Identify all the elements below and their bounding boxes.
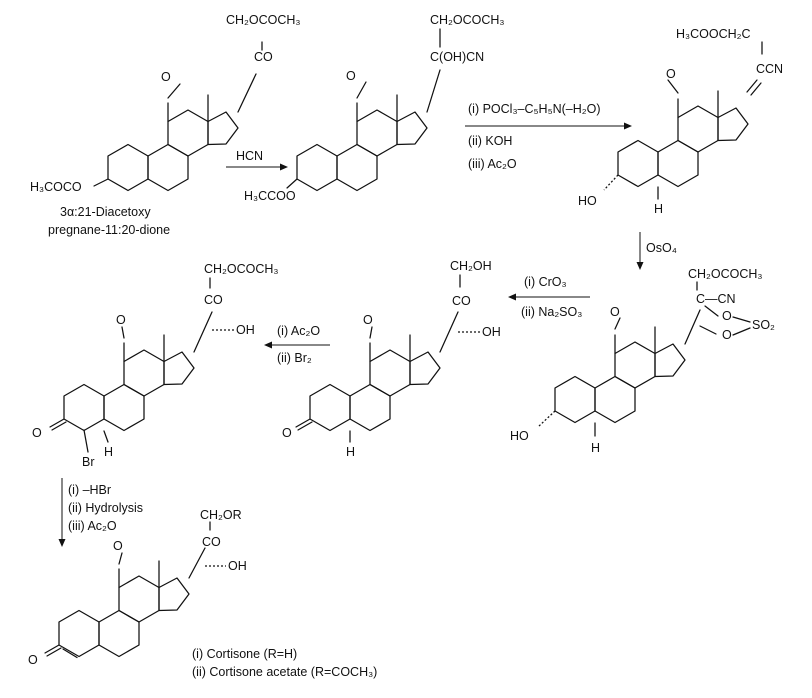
c1-name-line2: pregnane-11:20-dione	[48, 223, 170, 237]
c3-side-chain-ester: H₃COOCH₂C	[676, 27, 751, 41]
c4-hydroxyl: HO	[510, 429, 529, 443]
step6-reagent-1: (i) –HBr	[68, 483, 111, 497]
c4-o1: O	[722, 309, 732, 323]
reaction-arrow-step4: (i) CrO₃ (ii) Na₂SO₃	[508, 275, 590, 319]
c6-side-chain-top: CH₂OCOCH₃	[204, 262, 279, 276]
c1-name-line1: 3α:21-Diacetoxy	[60, 205, 151, 219]
c1-side-chain-top: CH₂OCOCH₃	[226, 13, 301, 27]
c4-side-chain-top: CH₂OCOCH₃	[688, 267, 763, 281]
step2-reagent-2: (ii) KOH	[468, 134, 512, 148]
c5-side-chain-co: CO	[452, 294, 471, 308]
c7-side-chain-top: CH₂OR	[200, 508, 242, 522]
c6-side-chain-co: CO	[204, 293, 223, 307]
c4-h5: H	[591, 441, 600, 455]
c1-ester-label: H₃COCO	[30, 180, 82, 194]
step6-reagent-2: (ii) Hydrolysis	[68, 501, 143, 515]
step2-reagent-3: (iii) Ac₂O	[468, 157, 517, 171]
c4-so2: SO₂	[752, 318, 775, 332]
c7-side-chain-co: CO	[202, 535, 221, 549]
product-label-2: (ii) Cortisone acetate (R=COCH₃)	[192, 665, 377, 679]
c6-bromo: Br	[82, 455, 95, 469]
reaction-arrow-step5: (i) Ac₂O (ii) Br₂	[264, 324, 330, 365]
c6-ketone-11: O	[116, 313, 126, 327]
compound-1: O CH₂OCOCH₃ CO H₃COCO 3α:21-Diacetoxy pr…	[30, 13, 301, 237]
c5-ketone-3: O	[282, 426, 292, 440]
c1-ketone-label: O	[161, 70, 171, 84]
c2-side-chain-top: CH₂OCOCH₃	[430, 13, 505, 27]
reaction-arrow-step2: (i) POCl₃–C₅H₅N(–H₂O) (ii) KOH (iii) Ac₂…	[465, 102, 632, 171]
compound-6: O CH₂OCOCH₃ CO OH O Br H	[32, 262, 279, 469]
compound-3: O H₃COOCH₂C CCN HO H	[578, 27, 783, 216]
c11-ketone-bond	[167, 83, 181, 99]
c7-ketone-3: O	[28, 653, 38, 667]
c4-ketone-label: O	[610, 305, 620, 319]
c6-oh17: OH	[236, 323, 255, 337]
c4-c5-double-bond	[62, 648, 78, 659]
step3-reagent: OsO₄	[646, 241, 677, 255]
step5-reagent-1: (i) Ac₂O	[277, 324, 320, 338]
step5-reagent-2: (ii) Br₂	[277, 351, 312, 365]
c4-c-cn: C—CN	[696, 292, 736, 306]
c7-ketone-11: O	[113, 539, 123, 553]
c4-o2: O	[722, 328, 732, 342]
c6-h5: H	[104, 445, 113, 459]
product-label-1: (i) Cortisone (R=H)	[192, 647, 297, 661]
c17-side-chain-bond	[237, 73, 257, 113]
c2-ketone-label: O	[346, 69, 356, 83]
compound-5: O CH₂OH CO OH O H	[282, 259, 501, 459]
reaction-arrow-step1: HCN	[226, 149, 288, 171]
c7-oh17: OH	[228, 559, 247, 573]
compound-7: O CH₂OR CO OH O (i) Cortisone (R=H) (ii)…	[28, 508, 377, 679]
reaction-arrow-step6: (i) –HBr (ii) Hydrolysis (iii) Ac₂O	[58, 478, 143, 547]
c2-cyanohydrin: C(OH)CN	[430, 50, 484, 64]
reaction-arrow-step3: OsO₄	[636, 232, 677, 270]
step1-reagent: HCN	[236, 149, 263, 163]
compound-2: O CH₂OCOCH₃ C(OH)CN H₃CCOO	[244, 13, 505, 203]
c2-ester-label: H₃CCOO	[244, 189, 296, 203]
compound-4: O CH₂OCOCH₃ C—CN O O SO₂ HO H	[510, 267, 775, 455]
c3-hydroxyl: HO	[578, 194, 597, 208]
c3-side-chain-cn: CCN	[756, 62, 783, 76]
step6-reagent-3: (iii) Ac₂O	[68, 519, 117, 533]
c1-side-chain-co: CO	[254, 50, 273, 64]
c3-h5: H	[654, 202, 663, 216]
step4-reagent-2: (ii) Na₂SO₃	[521, 305, 582, 319]
step4-reagent-1: (i) CrO₃	[524, 275, 567, 289]
step2-reagent-1: (i) POCl₃–C₅H₅N(–H₂O)	[468, 102, 601, 116]
c3-ketone-label: O	[666, 67, 676, 81]
c5-side-chain-top: CH₂OH	[450, 259, 492, 273]
c5-ketone-11: O	[363, 313, 373, 327]
c5-oh17: OH	[482, 325, 501, 339]
c3-ester-bond	[93, 178, 109, 187]
c6-ketone-3: O	[32, 426, 42, 440]
c5-h5: H	[346, 445, 355, 459]
